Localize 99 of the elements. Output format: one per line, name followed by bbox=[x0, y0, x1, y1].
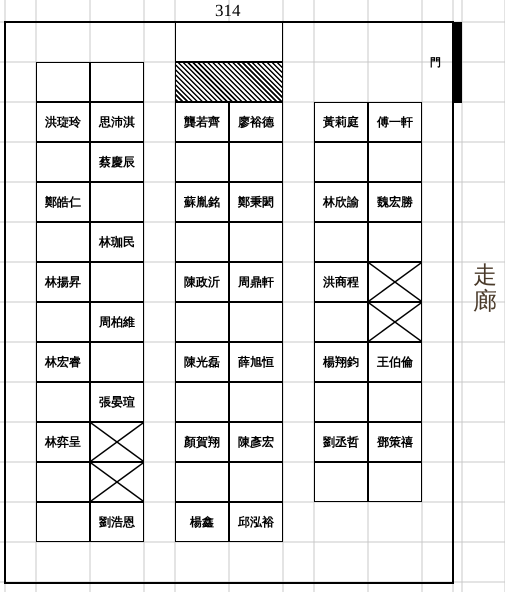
seat-box bbox=[90, 182, 144, 222]
seat-box bbox=[175, 502, 229, 542]
student-name: 顏賀翔 bbox=[184, 434, 220, 450]
seat-box bbox=[314, 382, 368, 422]
seat-box bbox=[314, 422, 368, 462]
seat-box bbox=[90, 502, 144, 542]
seat-box bbox=[368, 342, 422, 382]
student-name: 思沛淇 bbox=[99, 114, 135, 130]
student-name: 蔡慶辰 bbox=[99, 154, 135, 170]
seat-box bbox=[229, 502, 283, 542]
seat-box bbox=[229, 422, 283, 462]
seat-box bbox=[229, 462, 283, 502]
student-name: 劉丞哲 bbox=[323, 434, 359, 450]
hatched-box bbox=[175, 62, 283, 102]
seat-box bbox=[175, 102, 229, 142]
seat-box bbox=[314, 142, 368, 182]
student-name: 林弈呈 bbox=[45, 434, 81, 450]
student-name: 林宏睿 bbox=[45, 354, 81, 370]
seat-box bbox=[229, 382, 283, 422]
seat-box bbox=[368, 142, 422, 182]
seat-box bbox=[36, 342, 90, 382]
seat-box bbox=[368, 222, 422, 262]
seat-box bbox=[368, 102, 422, 142]
student-name: 周鼎軒 bbox=[238, 274, 274, 290]
seat-box bbox=[229, 142, 283, 182]
seat-box bbox=[36, 182, 90, 222]
student-name: 傅一軒 bbox=[377, 114, 413, 130]
door-label: 門 bbox=[430, 55, 441, 70]
seat-box bbox=[314, 262, 368, 302]
seat-box bbox=[175, 262, 229, 302]
room-number: 314 bbox=[215, 1, 240, 21]
student-name: 王伯倫 bbox=[377, 354, 413, 370]
student-name: 鄭秉閎 bbox=[238, 194, 274, 210]
seat-box bbox=[314, 102, 368, 142]
student-name: 薛旭恒 bbox=[238, 354, 274, 370]
seat-box bbox=[175, 342, 229, 382]
student-name: 邱泓裕 bbox=[238, 514, 274, 530]
student-name: 鄧策禧 bbox=[377, 434, 413, 450]
seat-box bbox=[36, 462, 90, 502]
student-name: 林欣諭 bbox=[323, 194, 359, 210]
student-name: 洪商程 bbox=[323, 274, 359, 290]
seat-box bbox=[90, 382, 144, 422]
seat-box bbox=[36, 222, 90, 262]
seat-box bbox=[314, 182, 368, 222]
seat-box bbox=[36, 302, 90, 342]
seat-box bbox=[90, 102, 144, 142]
student-name: 陳光磊 bbox=[184, 354, 220, 370]
student-name: 張晏瑄 bbox=[99, 394, 135, 410]
seat-box bbox=[175, 222, 229, 262]
student-name: 陳政沂 bbox=[184, 274, 220, 290]
seat-box bbox=[90, 62, 144, 102]
seat-box bbox=[229, 262, 283, 302]
student-name: 黃莉庭 bbox=[323, 114, 359, 130]
seat-box bbox=[229, 222, 283, 262]
seat-box bbox=[368, 422, 422, 462]
seat-box bbox=[368, 182, 422, 222]
seat-box bbox=[368, 382, 422, 422]
seat-box bbox=[90, 262, 144, 302]
student-name: 洪琁玲 bbox=[45, 114, 81, 130]
student-name: 楊鑫 bbox=[190, 514, 214, 530]
seat-box bbox=[36, 262, 90, 302]
student-name: 龔若齊 bbox=[184, 114, 220, 130]
student-name: 鄭皓仁 bbox=[45, 194, 81, 210]
seat-box bbox=[36, 142, 90, 182]
seat-box bbox=[314, 342, 368, 382]
seat-box bbox=[229, 182, 283, 222]
seat-box bbox=[175, 382, 229, 422]
corridor-label: 走廊 bbox=[473, 262, 497, 315]
student-name: 蘇胤銘 bbox=[184, 194, 220, 210]
seat-box bbox=[36, 422, 90, 462]
seat-box bbox=[175, 462, 229, 502]
seat-box bbox=[229, 302, 283, 342]
seat-box bbox=[368, 462, 422, 502]
student-name: 林揚昇 bbox=[45, 274, 81, 290]
student-name: 魏宏勝 bbox=[377, 194, 413, 210]
seat-box bbox=[175, 302, 229, 342]
student-name: 陳彥宏 bbox=[238, 434, 274, 450]
student-name: 廖裕德 bbox=[238, 114, 274, 130]
student-name: 楊翔鈞 bbox=[323, 354, 359, 370]
seat-box bbox=[175, 182, 229, 222]
seat-box bbox=[175, 422, 229, 462]
student-name: 林珈民 bbox=[99, 234, 135, 250]
seat-box bbox=[314, 302, 368, 342]
seat-box bbox=[90, 302, 144, 342]
seat-box bbox=[314, 462, 368, 502]
seat-box bbox=[229, 102, 283, 142]
seat-box bbox=[90, 342, 144, 382]
seat-box bbox=[36, 502, 90, 542]
seat-box bbox=[314, 222, 368, 262]
seat-box bbox=[175, 22, 283, 62]
seat-box bbox=[175, 142, 229, 182]
seat-box bbox=[229, 342, 283, 382]
seat-box bbox=[36, 62, 90, 102]
seat-box bbox=[90, 142, 144, 182]
student-name: 周柏維 bbox=[99, 314, 135, 330]
student-name: 劉浩恩 bbox=[99, 514, 135, 530]
seat-box bbox=[90, 222, 144, 262]
seat-box bbox=[36, 102, 90, 142]
seat-box bbox=[36, 382, 90, 422]
